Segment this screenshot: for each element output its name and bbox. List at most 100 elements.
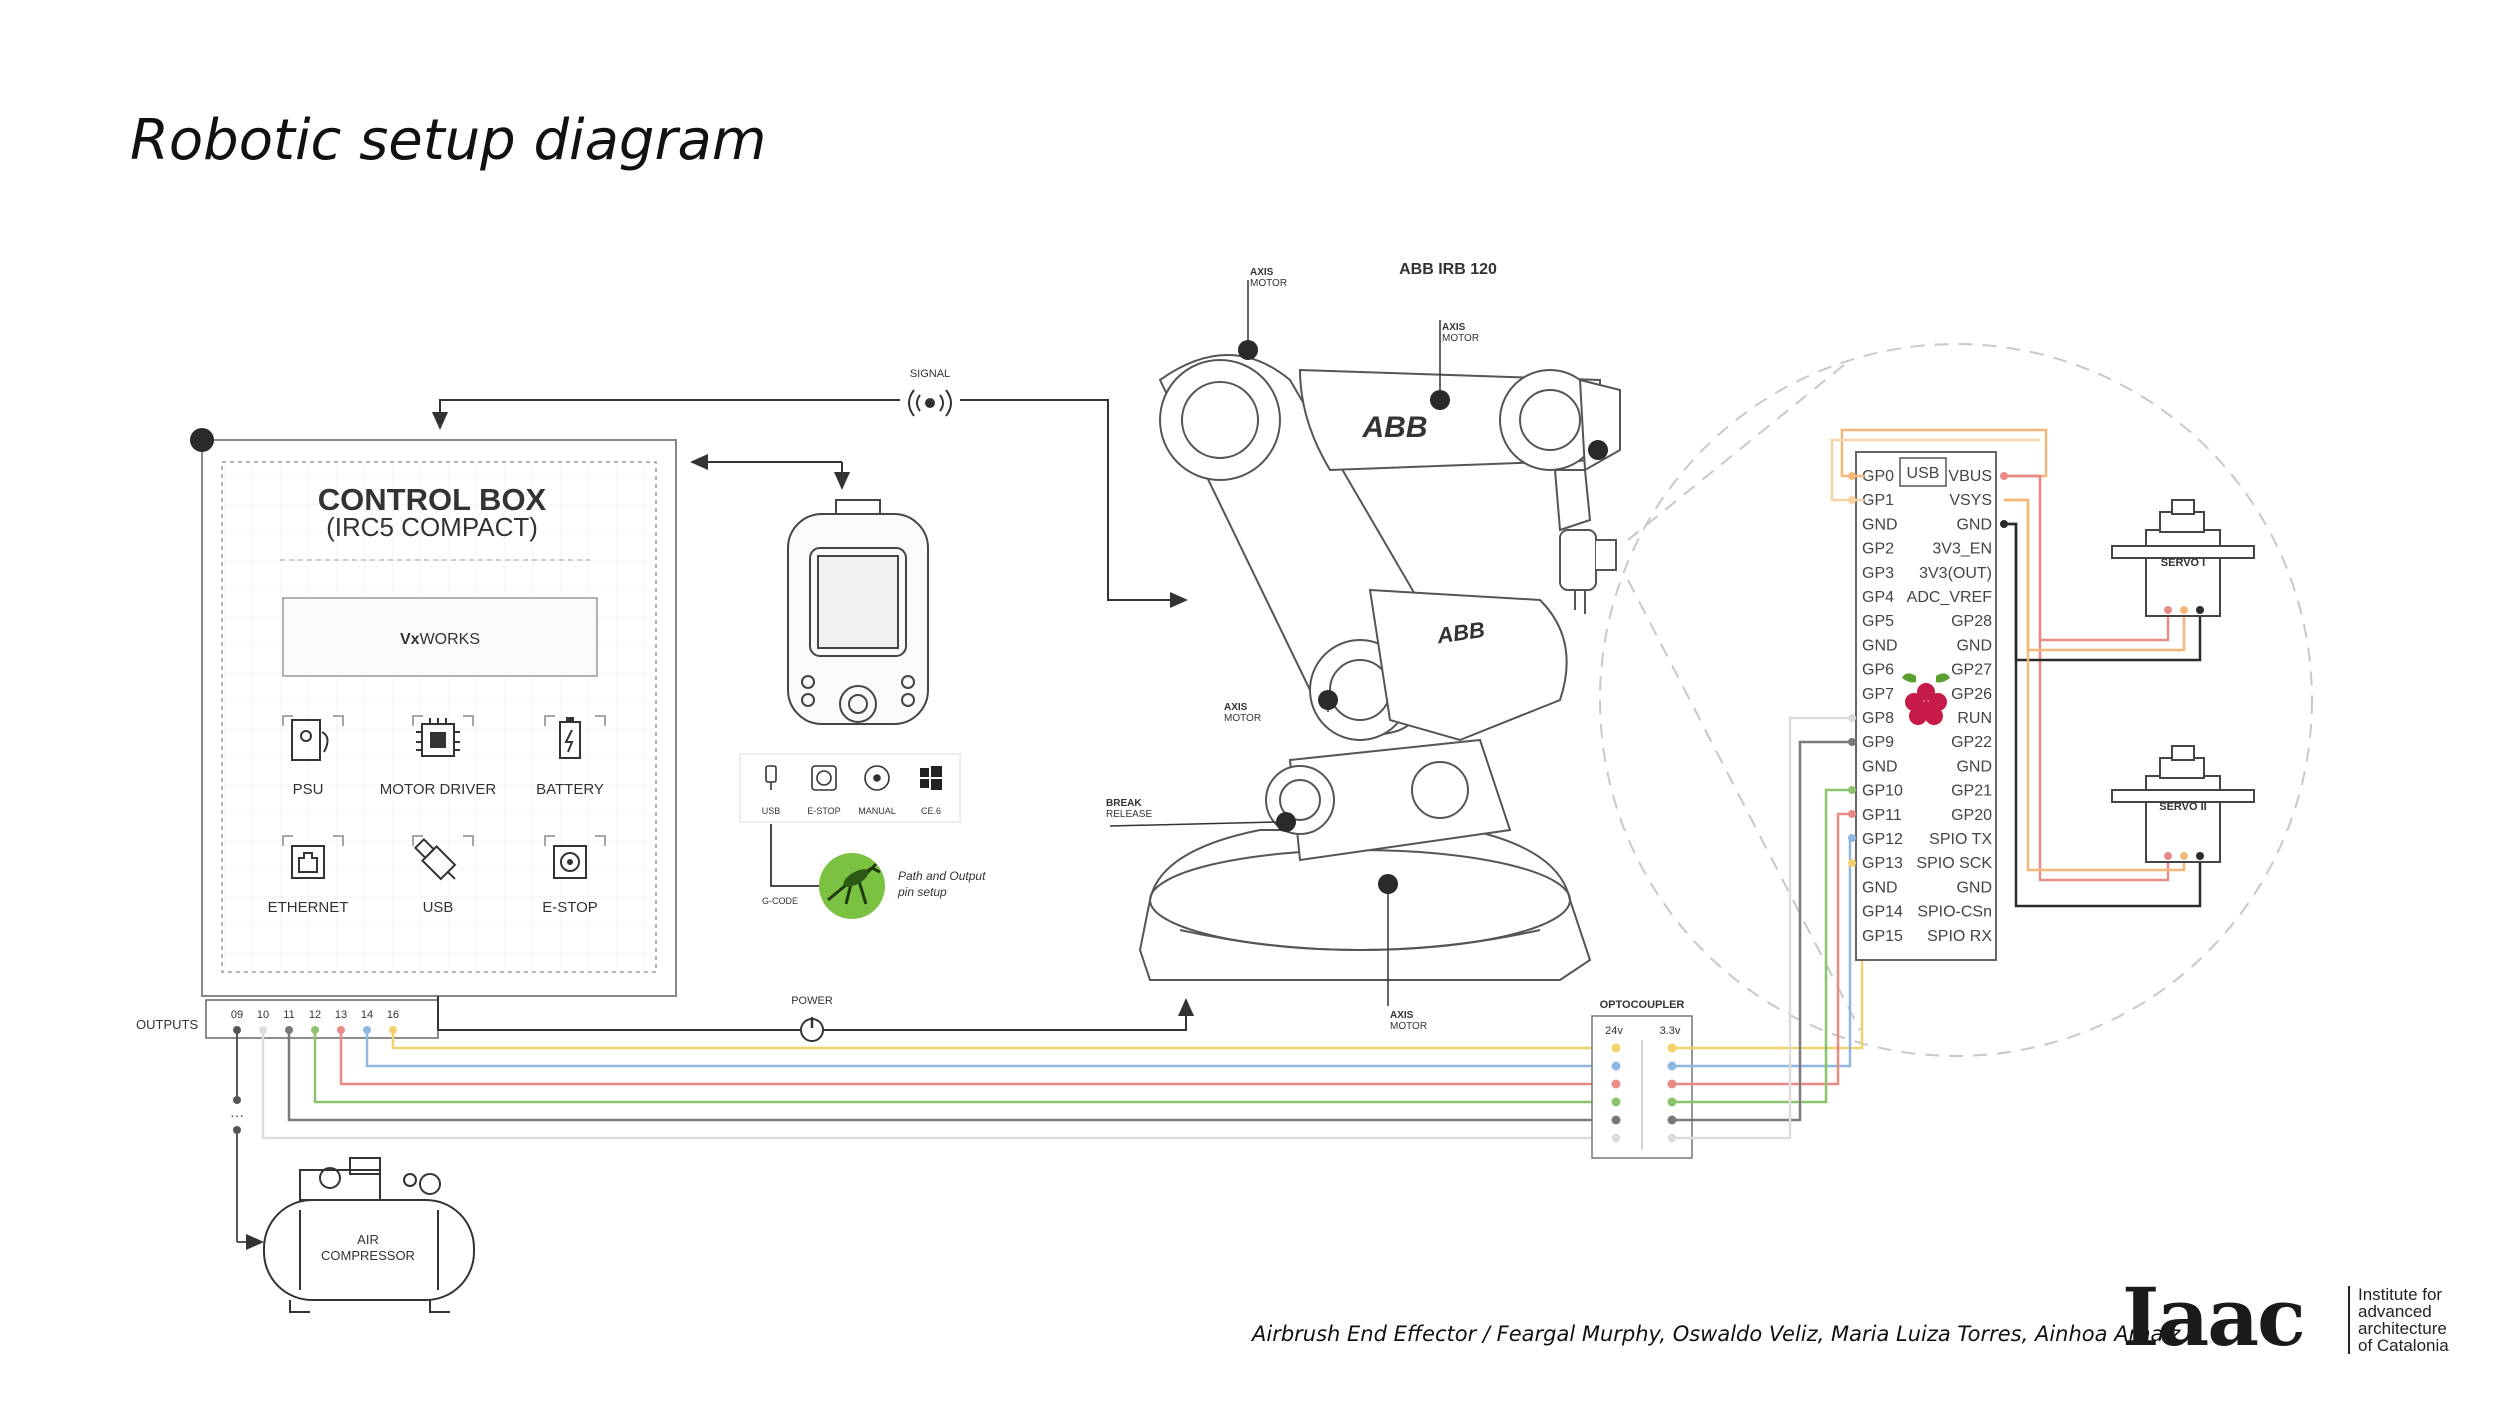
iaac-logo: Iaac bbox=[2122, 1270, 2306, 1364]
signal-label: SIGNAL bbox=[910, 368, 950, 380]
pico-right-pin: GND bbox=[1956, 637, 1992, 654]
pico-right-pin: GP20 bbox=[1951, 807, 1992, 824]
output-pin-09: 09 bbox=[231, 1009, 243, 1021]
axis-label-4: AXIS bbox=[1390, 1010, 1414, 1021]
servo-1-label: SERVO I bbox=[2161, 557, 2205, 569]
pico-left-pin: GP14 bbox=[1862, 904, 1903, 921]
pico-left-pin: GP13 bbox=[1862, 855, 1903, 872]
motor-label-2: MOTOR bbox=[1442, 333, 1479, 344]
raspberry-pi-pico: USB GP0GP1GNDGP2GP3GP4GP5GNDGP6GP7GP8GP9… bbox=[1855, 451, 1997, 961]
pico-left-pin: GND bbox=[1862, 637, 1898, 654]
power-label: POWER bbox=[791, 995, 833, 1007]
pico-left-pin: GP1 bbox=[1862, 492, 1894, 509]
battery-icon bbox=[559, 717, 581, 759]
opto-to-pico-wires bbox=[1672, 716, 1864, 1140]
motor-label-1: MOTOR bbox=[1250, 278, 1287, 289]
port-usb: USB bbox=[762, 806, 781, 816]
opto-left-dots bbox=[1611, 1043, 1621, 1143]
pico-left-pin: GP10 bbox=[1862, 783, 1903, 800]
compressor-wire bbox=[236, 1030, 264, 1250]
pico-right-pin: VBUS bbox=[1948, 468, 1992, 485]
pendant-ports: USB E-STOP MANUAL CE.6 bbox=[739, 753, 961, 823]
grasshopper-icon bbox=[819, 853, 885, 919]
pico-right-pin: GND bbox=[1956, 758, 1992, 775]
pico-left-pin: GP11 bbox=[1862, 807, 1902, 824]
port-estop: E-STOP bbox=[807, 806, 840, 816]
optocoupler-24v: 24v bbox=[1605, 1025, 1623, 1037]
axis-label-1: AXIS bbox=[1250, 267, 1274, 278]
iaac-line-2: advanced bbox=[2358, 1302, 2432, 1321]
control-box-node bbox=[190, 428, 214, 452]
power-icon bbox=[800, 1017, 824, 1042]
pico-right-pin: SPIO TX bbox=[1929, 831, 1992, 848]
pico-left-pin: GP15 bbox=[1862, 928, 1903, 945]
module-usb: USB bbox=[423, 899, 454, 916]
pico-usb-label: USB bbox=[1907, 465, 1940, 482]
control-box: CONTROL BOX (IRC5 COMPACT) VxWORKS PSU M… bbox=[201, 439, 677, 997]
outputs-label: OUTPUTS bbox=[136, 1017, 198, 1032]
optocoupler: OPTOCOUPLER 24v 3.3v bbox=[1591, 999, 1693, 1159]
credits: Airbrush End Effector / Feargal Murphy, … bbox=[1252, 1322, 2181, 1346]
page-title: Robotic setup diagram bbox=[130, 108, 767, 173]
pico-left-pin: GND bbox=[1862, 879, 1898, 896]
motor-label-3: MOTOR bbox=[1224, 713, 1261, 724]
output-pin-11: 11 bbox=[283, 1009, 294, 1021]
pendant-link bbox=[690, 454, 850, 490]
pico-right-pin: 3V3_EN bbox=[1932, 541, 1992, 558]
estop-icon bbox=[553, 845, 587, 879]
servo-1 bbox=[2111, 499, 2255, 617]
module-ethernet: ETHERNET bbox=[268, 899, 349, 916]
pico-right-pin: GND bbox=[1956, 516, 1992, 533]
output-pin-16: 16 bbox=[387, 1009, 399, 1021]
control-box-title: CONTROL BOX bbox=[318, 482, 547, 517]
control-box-subtitle: (IRC5 COMPACT) bbox=[326, 512, 538, 542]
pico-right-pin: ADC_VREF bbox=[1907, 589, 1993, 606]
signal-icon bbox=[908, 389, 952, 417]
servo-2-label: SERVO II bbox=[2159, 801, 2206, 813]
pico-left-pin: GP7 bbox=[1862, 686, 1894, 703]
usb-icon bbox=[413, 837, 457, 881]
port-ce6: CE.6 bbox=[921, 806, 941, 816]
module-psu: PSU bbox=[293, 781, 324, 798]
ethernet-icon bbox=[291, 845, 325, 879]
pico-right-pin: SPIO RX bbox=[1927, 928, 1992, 945]
axis-markers bbox=[1109, 280, 1608, 1006]
pico-left-pin: GND bbox=[1862, 516, 1898, 533]
module-estop: E-STOP bbox=[542, 899, 598, 916]
pico-right-pin: GP28 bbox=[1951, 613, 1992, 630]
robot-name: ABB IRB 120 bbox=[1399, 261, 1497, 278]
module-motor-driver: MOTOR DRIVER bbox=[380, 781, 497, 798]
pico-left-pin: GND bbox=[1862, 758, 1898, 775]
axis-label-2: AXIS bbox=[1442, 322, 1466, 333]
pico-right-pin: SPIO-CSn bbox=[1917, 904, 1992, 921]
iaac-line-1: Institute for bbox=[2358, 1285, 2443, 1304]
pico-right-pin: GP26 bbox=[1951, 686, 1992, 703]
pico-right-pin: GP27 bbox=[1951, 662, 1992, 679]
optocoupler-label: OPTOCOUPLER bbox=[1600, 999, 1685, 1011]
gcode-label: G-CODE bbox=[762, 896, 798, 906]
abb-logo-upper: ABB bbox=[1362, 411, 1428, 444]
motor-driver-icon bbox=[416, 718, 460, 757]
pico-left-pin: GP9 bbox=[1862, 734, 1894, 751]
raspberry-pi-logo-icon bbox=[1902, 673, 1950, 725]
pico-left-pin: GP0 bbox=[1862, 468, 1894, 485]
pico-right-pin: RUN bbox=[1957, 710, 1992, 727]
grasshopper-label-1: Path and Output bbox=[898, 869, 986, 883]
zoom-lens bbox=[1599, 343, 2313, 1057]
pico-left-pin: GP5 bbox=[1862, 613, 1894, 630]
output-pin-10: 10 bbox=[257, 1009, 269, 1021]
output-pin-13: 13 bbox=[335, 1009, 347, 1021]
output-pin-12: 12 bbox=[309, 1009, 321, 1021]
svg-text:VxWORKS: VxWORKS bbox=[400, 631, 480, 648]
iaac-line-3: architecture bbox=[2358, 1319, 2447, 1338]
pico-left-pin: GP4 bbox=[1862, 589, 1894, 606]
pico-left-pin: GP2 bbox=[1862, 541, 1894, 558]
pico-right-pin: SPIO SCK bbox=[1916, 855, 1992, 872]
outputs-strip: OUTPUTS 09 10 11 12 13 14 16 bbox=[136, 999, 439, 1039]
windows-icon bbox=[920, 766, 942, 790]
pico-right-pin: 3V3(OUT) bbox=[1919, 565, 1992, 582]
servo-2 bbox=[2111, 745, 2255, 863]
teach-pendant bbox=[787, 499, 929, 725]
svg-text:···: ··· bbox=[230, 1107, 244, 1123]
